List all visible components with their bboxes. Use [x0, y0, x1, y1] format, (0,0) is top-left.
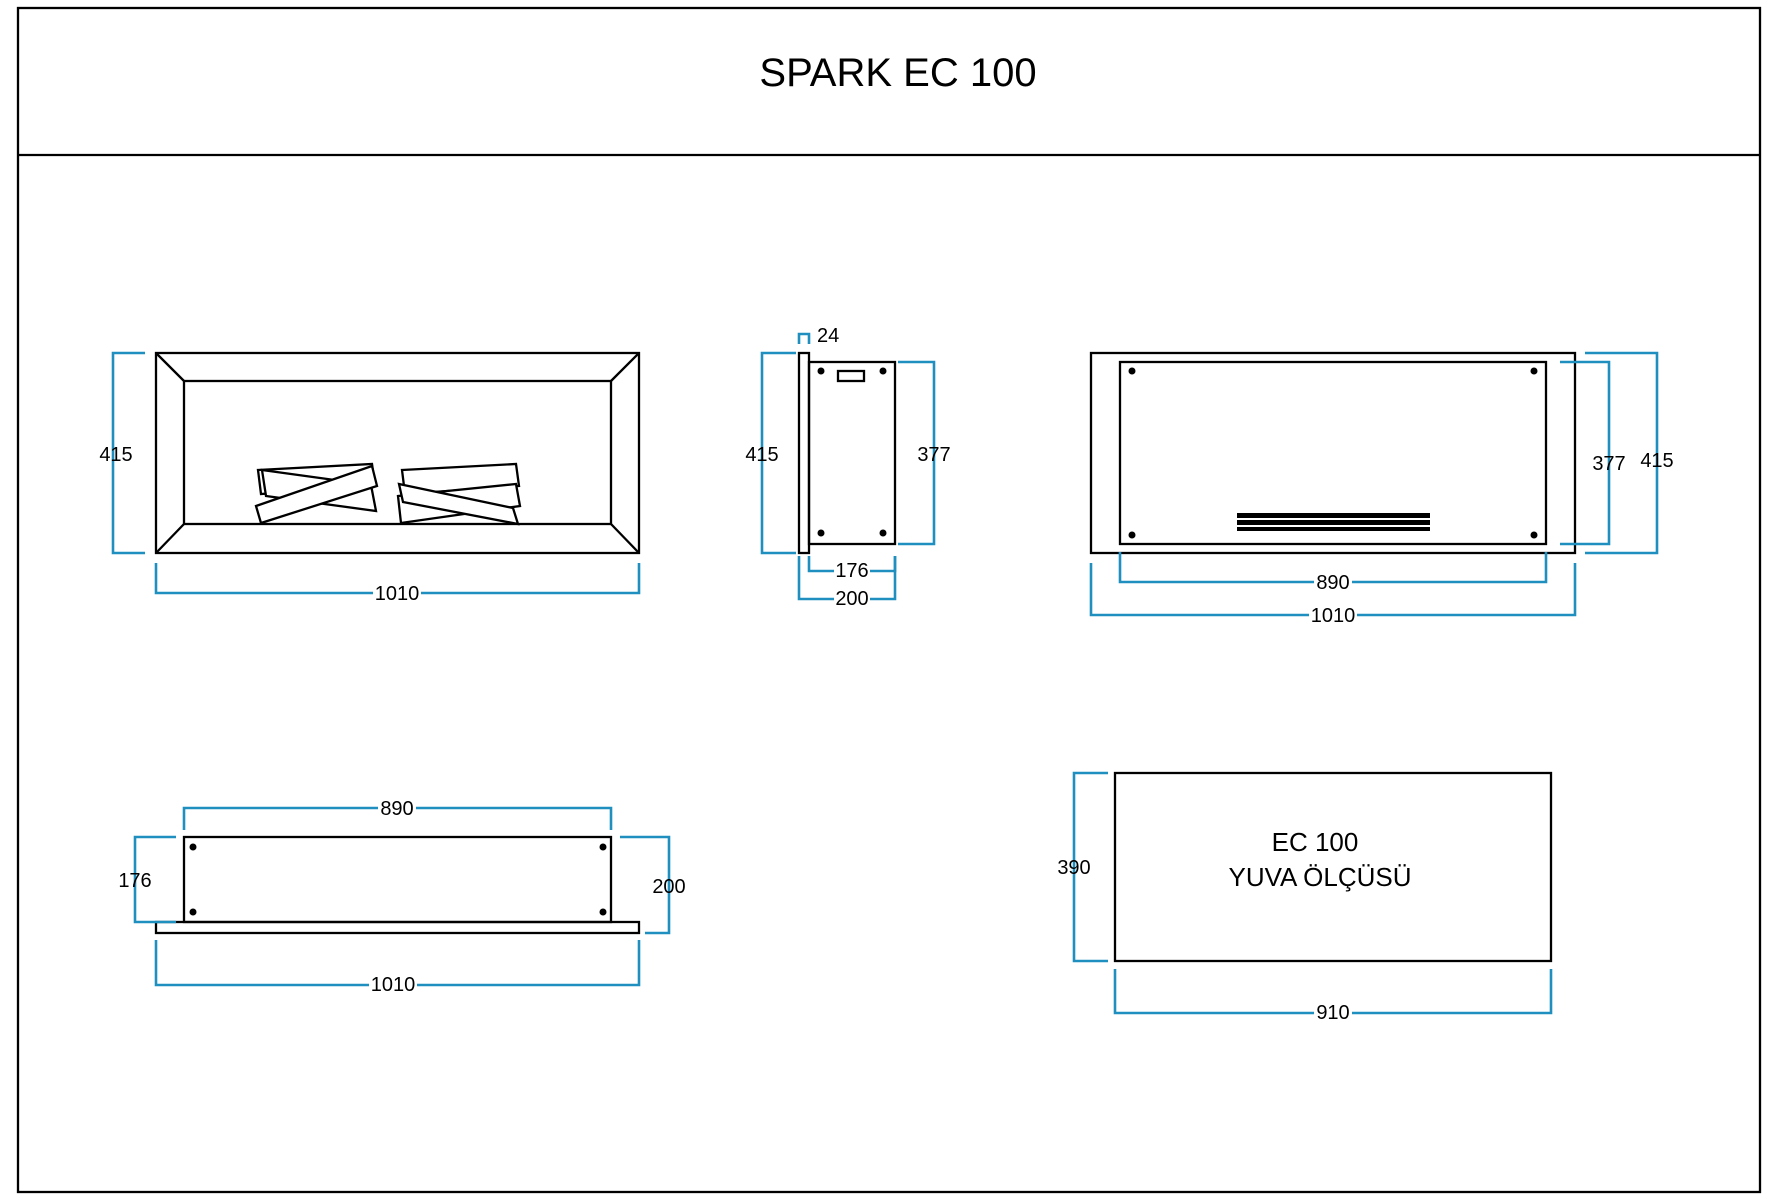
- back-vent-slot: [1237, 513, 1430, 518]
- screw: [1530, 367, 1538, 375]
- label-mask: [1314, 571, 1352, 593]
- dimension-line: [133, 835, 176, 924]
- niche-width-label: 910: [1316, 1002, 1349, 1024]
- screw: [189, 908, 197, 916]
- screw: [1530, 531, 1538, 539]
- screw: [1128, 367, 1136, 375]
- back-panel: [1118, 360, 1548, 546]
- side-outer-depth-label: 200: [835, 588, 868, 610]
- log: [397, 482, 520, 526]
- side-vent: [836, 369, 866, 383]
- side-plate-label: 24: [817, 325, 839, 347]
- side-body-height-label: 377: [917, 444, 950, 466]
- top-inner-depth-label: 176: [118, 870, 151, 892]
- niche-outline: [1113, 771, 1553, 963]
- dimension-line: [111, 351, 145, 555]
- screw: [817, 367, 825, 375]
- back-inner-width-label: 890: [1316, 572, 1349, 594]
- frame-bevel: [155, 523, 185, 554]
- back-vent-slot: [1237, 527, 1430, 531]
- dimension-line: [760, 351, 796, 555]
- decorative-logs: [254, 462, 522, 526]
- side-inner-depth-label: 176: [835, 560, 868, 582]
- label-mask: [373, 582, 421, 604]
- back-view: 377 415 890 1010: [1089, 351, 1674, 627]
- log: [254, 464, 379, 525]
- frame-bevel: [155, 352, 185, 382]
- front-width-label: 1010: [375, 583, 420, 605]
- top-view: 890 176 200 1010: [118, 797, 686, 996]
- label-mask: [378, 797, 416, 819]
- label-mask: [1309, 604, 1357, 626]
- side-front-plate: [797, 351, 811, 555]
- back-outer-width-label: 1010: [1311, 605, 1356, 627]
- dimension-line: [1585, 351, 1659, 555]
- frame-bevel: [610, 352, 640, 382]
- back-inner-height-label: 377: [1592, 453, 1625, 475]
- back-outer-frame: [1089, 351, 1577, 555]
- dimension-line: [620, 835, 671, 935]
- top-inner-width-label: 890: [380, 798, 413, 820]
- niche-caption-line2: YUVA ÖLÇÜSÜ: [1228, 862, 1411, 892]
- screw: [879, 529, 887, 537]
- back-vent-slot: [1237, 520, 1430, 525]
- frame-bevel: [610, 523, 640, 554]
- dimension-line: [797, 332, 811, 344]
- top-front-plate: [154, 920, 641, 935]
- top-outer-depth-label: 200: [652, 876, 685, 898]
- drawing-title: SPARK EC 100: [759, 51, 1036, 95]
- front-outer-frame: [154, 351, 641, 555]
- label-mask: [834, 588, 870, 610]
- screw: [189, 843, 197, 851]
- niche-caption-line1: EC 100: [1272, 827, 1359, 857]
- front-height-label: 415: [99, 444, 132, 466]
- side-height-label: 415: [745, 444, 778, 466]
- dimension-line: [1560, 360, 1611, 546]
- front-view: 415 1010: [99, 351, 641, 605]
- screw: [817, 529, 825, 537]
- side-body: [807, 360, 897, 546]
- screw: [879, 367, 887, 375]
- dimension-line: [1072, 771, 1108, 963]
- label-mask: [1314, 1002, 1352, 1024]
- top-body: [182, 835, 613, 924]
- screw: [599, 908, 607, 916]
- side-view: 24 415 377 176 200: [745, 325, 951, 610]
- top-outer-width-label: 1010: [371, 974, 416, 996]
- niche-height-label: 390: [1057, 857, 1090, 879]
- page-border: [16, 6, 1762, 1194]
- dimension-line: [898, 360, 936, 546]
- front-inner-opening: [182, 379, 613, 526]
- niche-view: EC 100 YUVA ÖLÇÜSÜ 390 910: [1057, 771, 1553, 1024]
- label-mask: [369, 974, 417, 996]
- label-mask: [834, 560, 870, 582]
- screw: [1128, 531, 1136, 539]
- screw: [599, 843, 607, 851]
- back-outer-height-label: 415: [1640, 450, 1673, 472]
